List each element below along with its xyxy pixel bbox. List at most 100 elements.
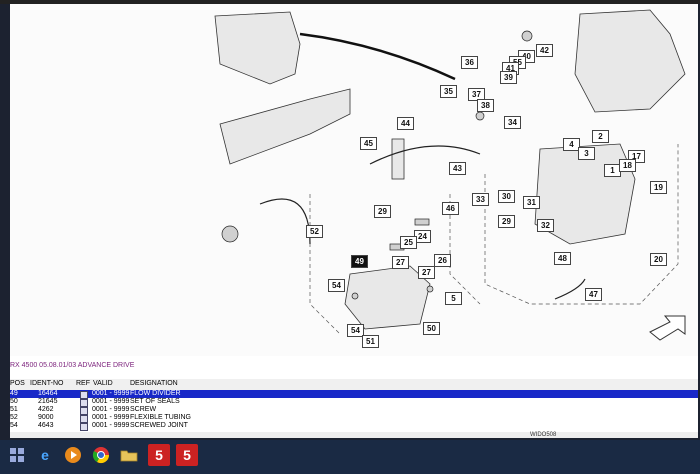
ref-checkbox[interactable] xyxy=(80,415,88,423)
folder-icon xyxy=(120,450,138,462)
cell-valid: 0001 - 9999 xyxy=(92,398,130,405)
callout[interactable]: 25 xyxy=(400,236,417,249)
transmission-unit xyxy=(574,9,686,113)
taskbar-media[interactable] xyxy=(62,444,84,466)
tube-47 xyxy=(554,278,586,300)
cell-pos: 49 xyxy=(10,390,18,397)
group-outline-center xyxy=(449,194,481,305)
manifold-block xyxy=(391,138,405,180)
callout[interactable]: 29 xyxy=(374,205,391,218)
cell-designation: SCREWED JOINT xyxy=(130,422,188,429)
callout[interactable]: 29 xyxy=(498,215,515,228)
fitting xyxy=(475,111,485,121)
cell-valid: 0001 - 9999 xyxy=(92,406,130,413)
exploded-parts-diagram[interactable]: 36 42 40 55 41 39 35 37 38 34 44 45 43 2… xyxy=(10,4,698,356)
taskbar-ie[interactable]: e xyxy=(34,444,56,466)
cell-valid: 0001 - 9999 xyxy=(92,422,130,429)
tank-assembly xyxy=(214,11,301,85)
ref-checkbox[interactable] xyxy=(80,423,88,431)
cell-designation: FLEXIBLE TUBING xyxy=(130,414,191,421)
col-valid[interactable]: VALID xyxy=(93,380,113,387)
cell-valid: 0001 - 9999 xyxy=(92,390,130,397)
callout[interactable]: 39 xyxy=(500,71,517,84)
table-row[interactable]: 52 9000 0001 - 9999 FLEXIBLE TUBING xyxy=(10,414,698,423)
callout[interactable]: 32 xyxy=(537,219,554,232)
callout[interactable]: 35 xyxy=(440,85,457,98)
ref-checkbox[interactable] xyxy=(80,407,88,415)
chrome-icon xyxy=(92,447,110,464)
callout[interactable]: 5 xyxy=(445,292,462,305)
callout[interactable]: 54 xyxy=(347,324,364,337)
cell-designation: SCREW xyxy=(130,406,157,413)
table-row[interactable]: 51 4262 0001 - 9999 SCREW xyxy=(10,406,698,415)
callout[interactable]: 27 xyxy=(418,266,435,279)
callout[interactable]: 38 xyxy=(477,99,494,112)
callout[interactable]: 47 xyxy=(585,288,602,301)
callout[interactable]: 18 xyxy=(619,159,636,172)
callout[interactable]: 45 xyxy=(360,137,377,150)
table-row[interactable]: 54 4643 0001 - 9999 SCREWED JOINT xyxy=(10,422,698,431)
table-header: POS IDENT-NO REF VALID DESIGNATION xyxy=(10,379,698,390)
callout-selected[interactable]: 49 xyxy=(351,255,368,268)
gauge xyxy=(221,225,239,243)
cell-pos: 52 xyxy=(10,414,18,421)
callout[interactable]: 4 xyxy=(563,138,580,151)
callout[interactable]: 2 xyxy=(592,130,609,143)
callout[interactable]: 50 xyxy=(423,322,440,335)
col-ident[interactable]: IDENT-NO xyxy=(30,380,64,387)
callout[interactable]: 34 xyxy=(504,116,521,129)
callout[interactable]: 26 xyxy=(434,254,451,267)
status-code: WIDO508 xyxy=(530,432,557,438)
callout[interactable]: 44 xyxy=(397,117,414,130)
app-5-icon: 5 xyxy=(148,444,170,466)
cell-pos: 54 xyxy=(10,422,18,429)
navigation-arrow-icon xyxy=(649,315,686,341)
callout[interactable]: 48 xyxy=(554,252,571,265)
fitting xyxy=(521,30,533,42)
cell-ident: 21645 xyxy=(38,398,58,405)
flexible-tubing xyxy=(259,198,311,245)
table-row-selected[interactable]: 49 16464 0001 - 9999 FLOW DIVIDER xyxy=(10,390,698,399)
callout[interactable]: 54 xyxy=(328,279,345,292)
taskbar-chrome[interactable] xyxy=(90,444,112,466)
callout[interactable]: 30 xyxy=(498,190,515,203)
col-pos[interactable]: POS xyxy=(10,380,25,387)
callout[interactable]: 51 xyxy=(362,335,379,348)
valve-block xyxy=(344,265,431,330)
fitting xyxy=(426,285,434,293)
monitor-bezel xyxy=(0,0,700,4)
callout[interactable]: 3 xyxy=(578,147,595,160)
taskbar-explorer[interactable] xyxy=(118,444,140,466)
cell-designation: SET OF SEALS xyxy=(130,398,180,405)
cell-ident: 16464 xyxy=(38,390,58,397)
callout[interactable]: 42 xyxy=(536,44,553,57)
callout[interactable]: 52 xyxy=(306,225,323,238)
group-outline-right xyxy=(484,144,679,305)
table-row[interactable]: 50 21645 0001 - 9999 SET OF SEALS xyxy=(10,398,698,407)
callout[interactable]: 31 xyxy=(523,196,540,209)
callout[interactable]: 46 xyxy=(442,202,459,215)
diagram-drawing xyxy=(214,9,686,341)
callout[interactable]: 27 xyxy=(392,256,409,269)
taskbar-app5-a[interactable]: 5 xyxy=(148,444,170,466)
document-title: RX 4500 05.08.01/03 ADVANCE DRIVE xyxy=(10,362,135,369)
windows-logo-icon xyxy=(10,448,24,462)
ref-checkbox[interactable] xyxy=(80,391,88,399)
cell-pos: 51 xyxy=(10,406,18,413)
start-button[interactable] xyxy=(6,444,28,466)
callout[interactable]: 20 xyxy=(650,253,667,266)
callout[interactable]: 19 xyxy=(650,181,667,194)
cell-ident: 9000 xyxy=(38,414,54,421)
internet-explorer-icon: e xyxy=(41,447,49,463)
col-designation[interactable]: DESIGNATION xyxy=(130,380,178,387)
taskbar-app5-b[interactable]: 5 xyxy=(176,444,198,466)
callout[interactable]: 43 xyxy=(449,162,466,175)
fitting xyxy=(414,218,430,226)
col-ref[interactable]: REF xyxy=(76,380,90,387)
cell-ident: 4643 xyxy=(38,422,54,429)
cell-ident: 4262 xyxy=(38,406,54,413)
callout[interactable]: 37 xyxy=(468,88,485,101)
callout[interactable]: 36 xyxy=(461,56,478,69)
callout[interactable]: 33 xyxy=(472,193,489,206)
ref-checkbox[interactable] xyxy=(80,399,88,407)
